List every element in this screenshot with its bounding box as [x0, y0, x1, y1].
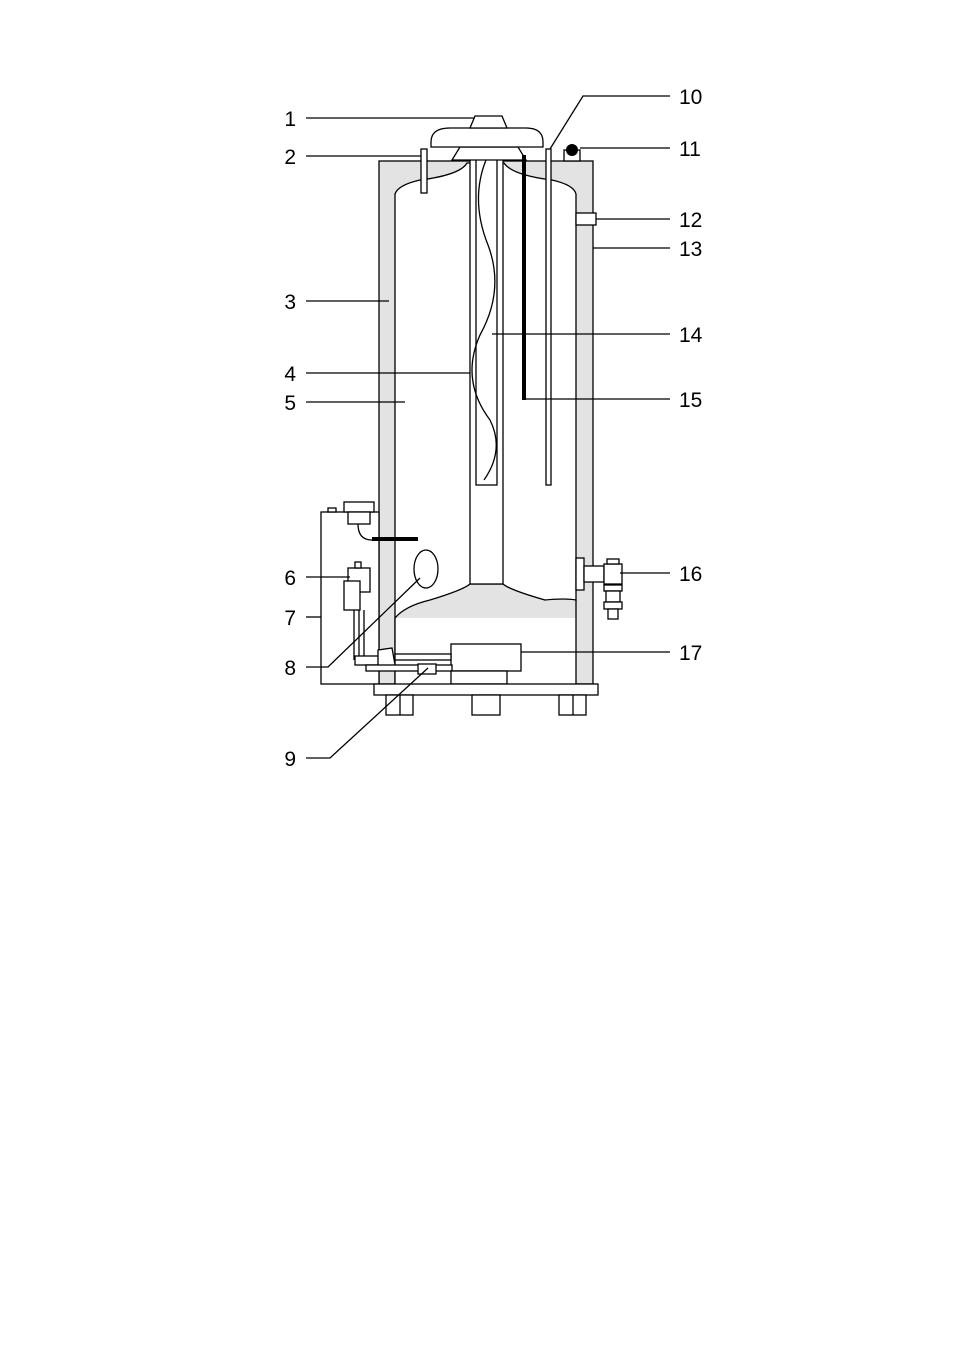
anode-rod: [522, 155, 526, 400]
callout-3: 3: [284, 291, 296, 314]
callout-2: 2: [284, 146, 296, 169]
callout-14: 14: [679, 324, 703, 347]
flue-tube: [470, 155, 503, 584]
thermostat-probe: [372, 537, 418, 541]
callout-10: 10: [679, 86, 702, 109]
callout-5: 5: [284, 392, 296, 415]
callout-13: 13: [679, 238, 702, 261]
callout-11: 11: [679, 138, 701, 161]
callout-15: 15: [679, 389, 702, 412]
callout-4: 4: [284, 363, 296, 386]
callout-1: 1: [284, 108, 296, 131]
hot-water-outlet: [421, 149, 427, 193]
callout-8: 8: [284, 657, 296, 680]
base: [374, 684, 598, 715]
callout-12: 12: [679, 209, 702, 232]
callout-9: 9: [284, 748, 296, 771]
sight-window: [414, 550, 438, 588]
callout-7: 7: [284, 607, 296, 630]
side-fitting: [576, 213, 596, 225]
callout-6: 6: [284, 567, 296, 590]
callout-16: 16: [679, 563, 702, 586]
cold-water-dip-tube: [546, 149, 551, 485]
callout-17: 17: [679, 642, 702, 665]
relief-valve-fitting: [564, 144, 580, 161]
draft-hood: [431, 116, 543, 160]
